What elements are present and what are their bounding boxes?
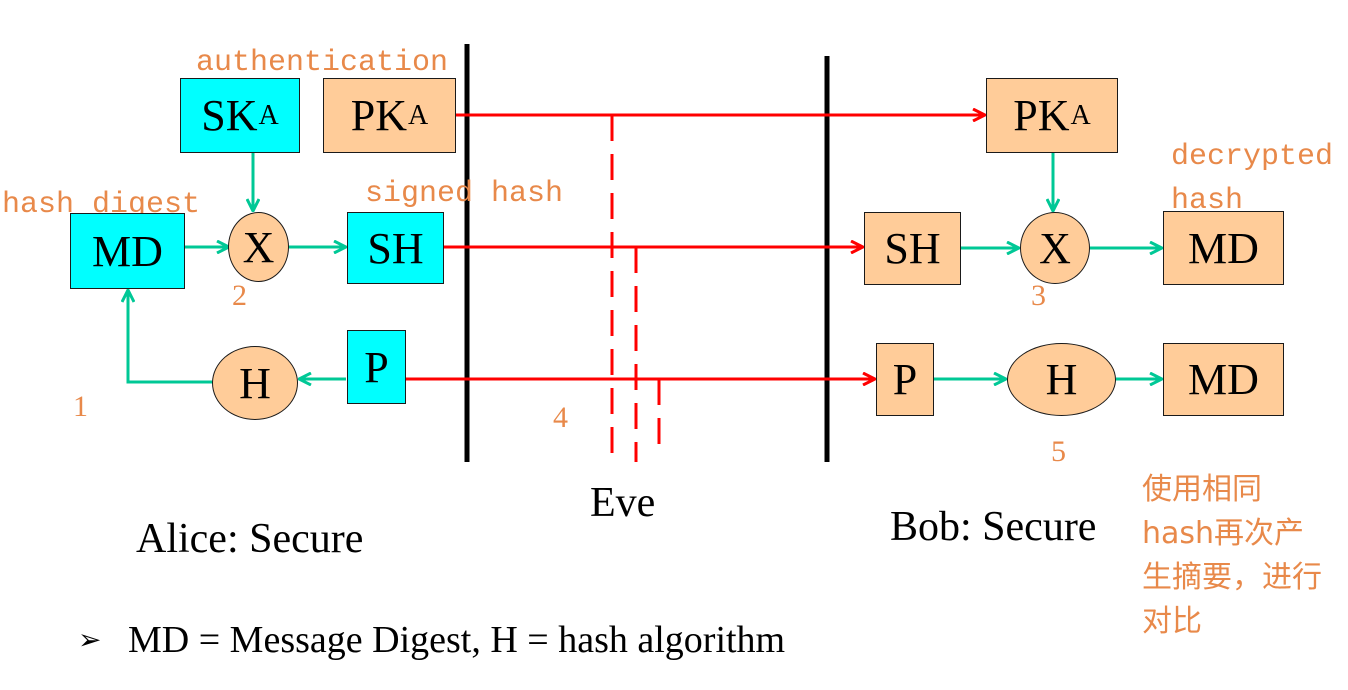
- bob-p-box: P: [876, 343, 934, 416]
- alice-h-oval: H: [212, 346, 298, 420]
- authentication-label: authentication: [196, 46, 449, 80]
- bob-sh-label: SH: [884, 224, 941, 273]
- footnote-text: MD = Message Digest, H = hash algorithm: [128, 619, 786, 661]
- alice-md-label: MD: [92, 226, 163, 276]
- alice-h-label: H: [239, 358, 271, 408]
- bob-x-oval: X: [1020, 212, 1090, 284]
- signed-hash-label: signed hash: [365, 177, 564, 211]
- bob-p-label: P: [892, 355, 918, 404]
- alice-sh-box: SH: [347, 212, 444, 284]
- bob-md-bottom-label: MD: [1188, 355, 1259, 404]
- footnote-bullet-icon: ➢: [78, 625, 102, 656]
- alice-sk-label: SK: [201, 91, 258, 140]
- bob-pk-subscript: A: [1070, 99, 1091, 131]
- decrypted-hash-label: decrypted hash: [1171, 140, 1334, 218]
- bob-caption: Bob: Secure: [890, 504, 1097, 550]
- step-number-4: 4: [553, 401, 568, 434]
- bob-md-top-label: MD: [1188, 223, 1259, 273]
- alice-x-label: X: [242, 222, 275, 272]
- alice-sk-subscript: A: [258, 99, 279, 131]
- bob-h-oval: H: [1007, 343, 1116, 416]
- bob-sh-box: SH: [864, 212, 961, 285]
- bob-h-label: H: [1045, 355, 1078, 404]
- alice-pk-label: PK: [350, 91, 407, 140]
- alice-md-box: MD: [70, 213, 185, 289]
- alice-p-label: P: [364, 342, 389, 392]
- h-to-md-arrow: [128, 291, 212, 384]
- bob-pk-label: PK: [1013, 91, 1070, 140]
- step-number-1: 1: [73, 390, 88, 423]
- alice-pk-subscript: A: [408, 99, 429, 131]
- alice-sh-label: SH: [367, 223, 424, 273]
- bob-x-label: X: [1039, 223, 1071, 273]
- alice-caption: Alice: Secure: [136, 516, 364, 562]
- eve-label: Eve: [590, 480, 656, 526]
- step-number-3: 3: [1031, 279, 1046, 312]
- step-number-5: 5: [1051, 435, 1066, 468]
- bob-comparison-note: 使用相同hash再次产生摘要，进行对比: [1142, 472, 1322, 639]
- alice-p-box: P: [347, 330, 406, 404]
- bob-md-top-box: MD: [1163, 211, 1284, 285]
- bob-md-bottom-box: MD: [1163, 343, 1284, 416]
- step-number-2: 2: [232, 279, 247, 312]
- alice-x-oval: X: [228, 212, 289, 282]
